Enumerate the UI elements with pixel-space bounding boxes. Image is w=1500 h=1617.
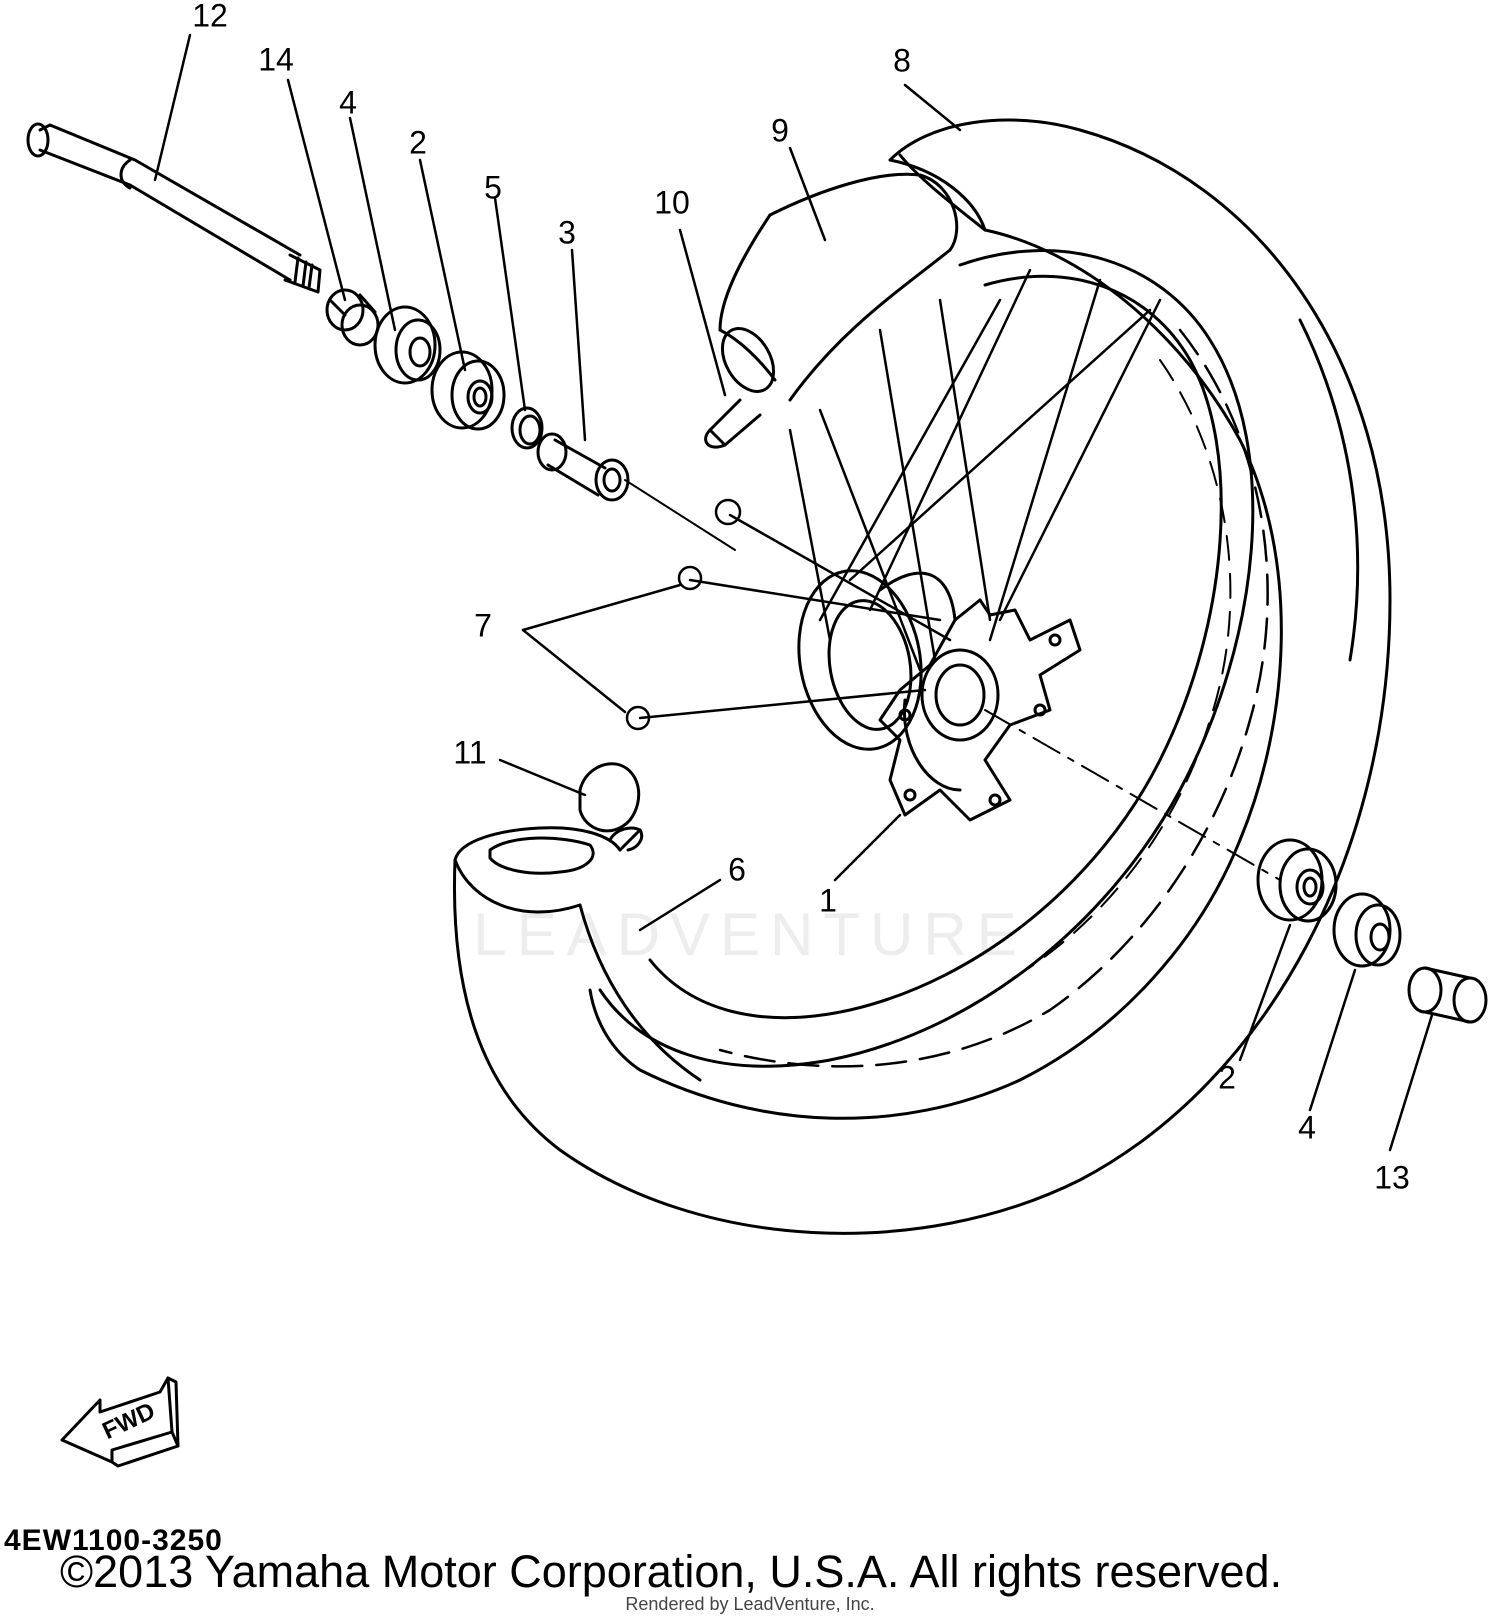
collar-13 bbox=[1407, 966, 1488, 1024]
part-labels: 12 14 4 2 5 3 10 9 8 7 11 6 1 2 4 13 bbox=[192, 0, 1410, 1195]
part-label-11: 11 bbox=[453, 734, 486, 770]
part-label-13: 13 bbox=[1374, 1159, 1410, 1195]
part-label-14: 14 bbox=[258, 41, 294, 77]
part-label-2: 2 bbox=[409, 124, 427, 160]
part-label-7: 7 bbox=[474, 607, 492, 643]
part-label-6: 6 bbox=[728, 851, 746, 887]
valve-stem bbox=[704, 398, 762, 449]
rim-band bbox=[578, 762, 641, 833]
hub bbox=[797, 569, 1082, 822]
spokes bbox=[625, 268, 1162, 731]
copyright-notice: ©2013 Yamaha Motor Corporation, U.S.A. A… bbox=[60, 1546, 1283, 1597]
forward-direction-arrow: FWD bbox=[60, 1376, 180, 1468]
part-label-9: 9 bbox=[771, 112, 789, 148]
rendered-by-notice: Rendered by LeadVenture, Inc. bbox=[625, 1594, 875, 1614]
oil-seal-left bbox=[373, 305, 442, 385]
part-label-10: 10 bbox=[654, 184, 690, 220]
spacer bbox=[536, 432, 630, 502]
part-label-1: 1 bbox=[819, 882, 837, 918]
part-label-5: 5 bbox=[484, 169, 502, 205]
part-label-8: 8 bbox=[893, 42, 911, 78]
part-label-12: 12 bbox=[192, 0, 228, 33]
axle bbox=[26, 122, 322, 294]
part-label-3: 3 bbox=[558, 214, 576, 250]
tire bbox=[453, 118, 1392, 1235]
oil-seal-right bbox=[1332, 892, 1402, 968]
bearing-right bbox=[1256, 838, 1338, 923]
part-label-2-right: 2 bbox=[1218, 1059, 1236, 1095]
axle-centerline bbox=[624, 479, 1281, 881]
part-label-4-right: 4 bbox=[1298, 1109, 1316, 1145]
part-label-4: 4 bbox=[339, 84, 357, 120]
leadventure-watermark: LEADVENTURE bbox=[473, 901, 1027, 968]
circlip bbox=[510, 406, 544, 450]
collar-14 bbox=[325, 288, 380, 347]
rim bbox=[598, 249, 1255, 1068]
tube-lower bbox=[453, 826, 644, 875]
leader-lines bbox=[153, 33, 1434, 1152]
bearing-left bbox=[430, 350, 506, 431]
inner-tube bbox=[718, 172, 959, 402]
part-code: 4EW1100-3250 bbox=[4, 1524, 223, 1557]
